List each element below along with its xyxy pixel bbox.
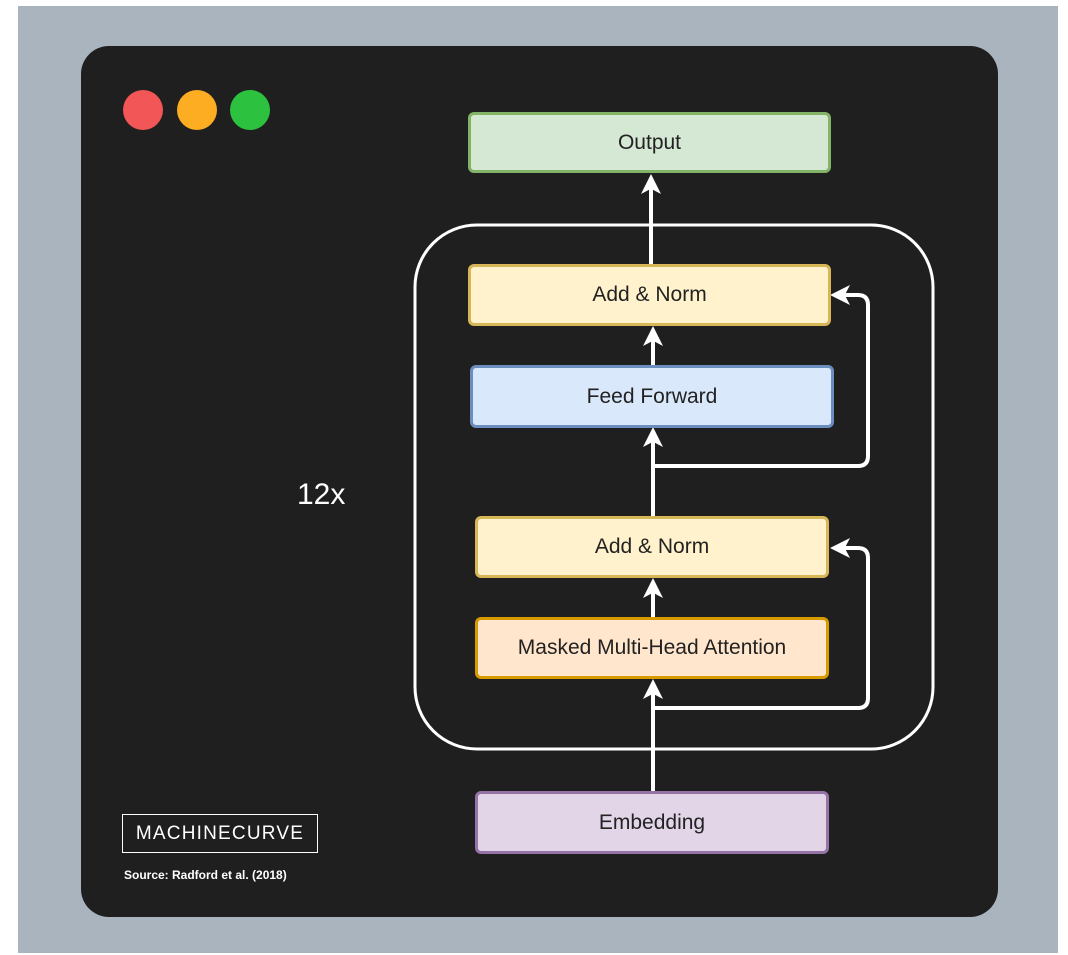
- embedding-block: Embedding: [475, 791, 829, 854]
- output-block: Output: [468, 112, 831, 173]
- residual-connection-attention: [653, 538, 870, 710]
- repeat-count-label: 12x: [297, 478, 346, 511]
- residual-connection-feedforward: [653, 285, 870, 468]
- maximize-window-dot-icon[interactable]: [230, 90, 270, 130]
- add-norm-bottom-block: Add & Norm: [475, 516, 829, 578]
- diagram-window: [81, 46, 998, 917]
- decoder-layer-group: [413, 223, 935, 751]
- close-window-dot-icon[interactable]: [123, 90, 163, 130]
- machinecurve-logo: MACHINECURVE: [122, 814, 318, 853]
- minimize-window-dot-icon[interactable]: [177, 90, 217, 130]
- masked-attention-block: Masked Multi-Head Attention: [475, 617, 829, 679]
- add-norm-top-block: Add & Norm: [468, 264, 831, 326]
- feed-forward-block: Feed Forward: [470, 365, 834, 428]
- source-citation: Source: Radford et al. (2018): [124, 868, 287, 882]
